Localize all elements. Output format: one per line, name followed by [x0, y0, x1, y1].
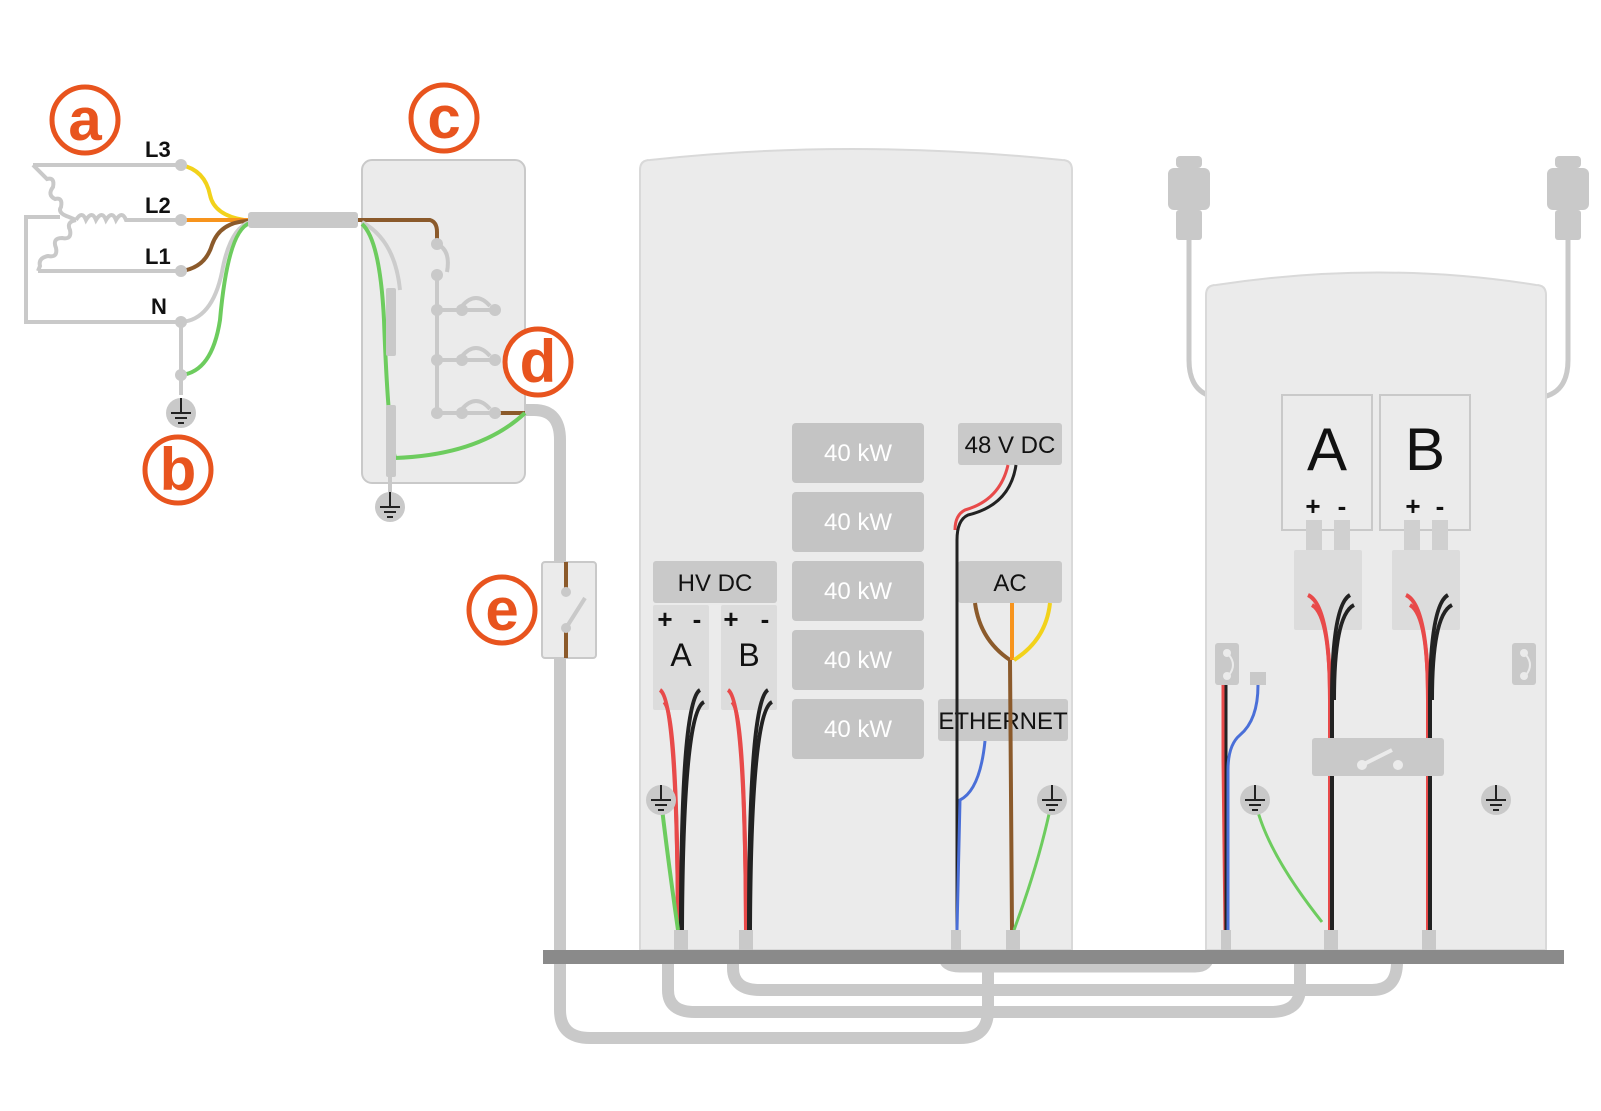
comms-terminal [1250, 672, 1266, 685]
conduit-dc-b [727, 919, 1403, 996]
wire-l1 [180, 219, 249, 273]
callout-b: b [142, 434, 214, 506]
phase-label-l2: L2 [145, 193, 171, 218]
conduit-ac-feed [509, 404, 994, 1044]
winding-l2 [74, 213, 181, 225]
power-module-label: 40 kW [824, 509, 892, 536]
earth-ground-icon [166, 398, 196, 428]
dispenser-connector-a [1281, 394, 1373, 531]
power-modules [792, 423, 924, 759]
ethernet-terminal-block [938, 699, 1068, 741]
wire-48v-red [953, 464, 1010, 531]
hv-dc-output-a: A [670, 637, 692, 673]
feeder-wires [179, 163, 251, 395]
dispenser-cabinet [1205, 271, 1547, 951]
ethernet-label: ETHERNET [938, 708, 1068, 735]
floor-slab [543, 950, 1564, 964]
phase-label-n: N [151, 294, 167, 319]
callout-c: c [408, 82, 480, 154]
earth-bar [386, 405, 396, 477]
power-module-label: 40 kW [824, 716, 892, 743]
wire-l3 [180, 163, 245, 222]
supply-cable-sheath [248, 212, 358, 228]
hv-dc-a-plus: + [657, 604, 672, 634]
wire-ac-l3 [1012, 602, 1052, 662]
callout-e: e [466, 574, 538, 646]
switch-icon [1357, 748, 1403, 770]
phase-label-l3: L3 [145, 137, 171, 162]
earth-ground-icon [1037, 785, 1067, 815]
wire-earth [180, 221, 251, 377]
switch-icon [564, 596, 587, 630]
hv-dc-connectors [653, 605, 777, 710]
winding-l1 [36, 218, 77, 272]
power-module-label: 40 kW [824, 647, 892, 674]
breaker-terminals [431, 238, 501, 419]
svg-text:d: d [520, 328, 557, 395]
earth-ground-icon [646, 785, 676, 815]
svg-text:b: b [160, 436, 197, 503]
dispenser-b-plus: + [1405, 491, 1420, 521]
svg-text:c: c [427, 84, 460, 151]
svg-text:e: e [485, 576, 518, 643]
neutral-bar [386, 288, 396, 356]
supply-transformer [24, 163, 181, 324]
hv-dc-b-minus: - [761, 604, 770, 634]
breaker-wire-brown-in [358, 218, 439, 244]
earth-ground-icon [1481, 785, 1511, 815]
earth-ground-icon [1240, 785, 1270, 815]
earth-ground-icon [375, 492, 405, 522]
dispenser-a-minus: - [1338, 491, 1347, 521]
dc-48v-terminal-block [958, 423, 1062, 465]
wire-ethernet [955, 740, 987, 931]
winding-l3 [31, 163, 77, 222]
wire-48v-black [955, 464, 1018, 930]
connector-plug-icon [1547, 156, 1589, 240]
dispenser-b-minus: - [1436, 491, 1445, 521]
callout-d: d [502, 326, 574, 398]
dispenser-connector-b-label: B [1405, 416, 1445, 483]
hv-dc-terminal-block [653, 561, 777, 603]
dispenser-connector-b [1379, 394, 1471, 531]
dc-48v-label: 48 V DC [965, 432, 1056, 459]
isolator-switch [541, 561, 597, 659]
power-module-label: 40 kW [824, 578, 892, 605]
power-module-label: 40 kW [824, 440, 892, 467]
hv-dc-output-b: B [738, 637, 759, 673]
phase-label-l1: L1 [145, 244, 171, 269]
wire-neutral [180, 220, 251, 324]
supply-neutral-loop [24, 215, 181, 324]
supply-terminals [175, 159, 187, 381]
svg-text:a: a [68, 86, 102, 153]
hv-dc-a-minus: - [693, 604, 702, 634]
conduit-entries [674, 930, 1436, 956]
door-sensor-icon [1215, 643, 1239, 685]
connector-plug-icon [1168, 156, 1210, 240]
dispenser-dc-cables [1306, 593, 1454, 930]
dispenser-contactors [1294, 520, 1460, 630]
door-sensor-icon [1512, 643, 1536, 685]
callout-a: a [49, 84, 121, 156]
conduit-dc-a [662, 919, 1306, 1018]
breaker-wire-neutral [361, 220, 402, 291]
hv-dc-label: HV DC [678, 570, 753, 597]
hv-dc-cables [658, 688, 774, 931]
wire-ac-l1 [973, 602, 1014, 931]
ac-terminal-block [958, 561, 1062, 603]
hv-dc-b-plus: + [723, 604, 738, 634]
ac-label: AC [993, 570, 1026, 597]
dispenser-a-plus: + [1305, 491, 1320, 521]
dispenser-connector-a-label: A [1307, 416, 1347, 483]
